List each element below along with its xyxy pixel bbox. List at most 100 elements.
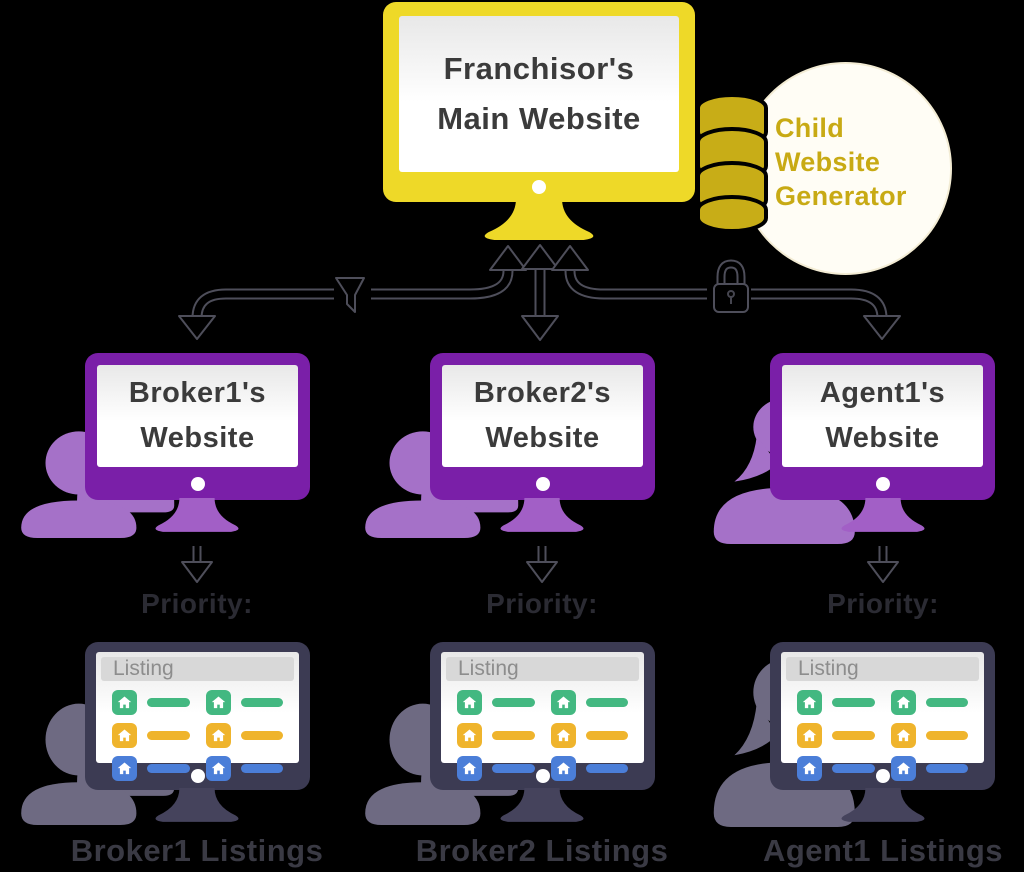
webcam-dot: [875, 769, 890, 783]
webcam-dot: [535, 477, 550, 491]
house-icon: [890, 723, 916, 748]
arrow-agent1-to-main: [551, 245, 707, 300]
monitor-stand: [841, 788, 925, 822]
franchisor-monitor: Franchisor's Main Website: [383, 2, 695, 202]
listing-item: [550, 756, 628, 781]
database-stack-icon: [696, 93, 768, 233]
broker1-listings-monitor: Listing: [85, 642, 310, 790]
house-icon: [550, 756, 576, 781]
site-title-line: Website: [140, 422, 255, 454]
house-icon: [457, 723, 482, 748]
listing-bar: [925, 764, 968, 773]
listing-item: [457, 690, 535, 715]
listing-header: Listing: [101, 657, 294, 681]
house-icon: [457, 690, 482, 715]
listing-bar: [492, 698, 535, 707]
broker1-listings-label: Broker1 Listings: [70, 833, 324, 868]
house-icon: [890, 690, 916, 715]
house-icon: [112, 690, 137, 715]
franchisor-title-line: Main Website: [437, 101, 641, 136]
house-icon: [112, 756, 137, 781]
monitor-stand: [155, 788, 239, 822]
site-title-line: Website: [485, 422, 600, 454]
listing-item: [890, 756, 968, 781]
listing-item: [112, 690, 190, 715]
webcam-dot: [190, 477, 205, 491]
franchisor-screen: Franchisor's Main Website: [399, 16, 679, 172]
listing-bar: [147, 698, 190, 707]
listing-header: Listing: [786, 657, 979, 681]
listing-bar: [585, 731, 628, 740]
listing-item: [112, 723, 190, 748]
listing-bar: [832, 698, 875, 707]
listing-grid: [441, 681, 644, 781]
arrow-main-to-agent1: [751, 288, 901, 340]
house-icon: [205, 723, 231, 748]
priority-label: Priority:: [486, 588, 598, 619]
arrow-broker2-priority: [526, 546, 558, 583]
house-icon: [797, 723, 822, 748]
webcam-dot: [875, 477, 890, 491]
broker1-monitor: Broker1's Website: [85, 353, 310, 500]
broker2-listings-screen: Listing: [441, 652, 644, 781]
house-icon: [457, 756, 482, 781]
listing-item: [205, 723, 283, 748]
listing-bar: [240, 731, 283, 740]
site-title-line: Broker2's: [473, 377, 612, 410]
broker1-listings-screen: Listing: [96, 652, 299, 781]
arrow-agent1-priority: [867, 546, 899, 583]
agent1-screen: Agent1's Website: [782, 365, 983, 467]
site-title-line: Agent1's: [819, 377, 946, 410]
arrow-broker1-to-main: [371, 245, 527, 300]
listing-bar: [492, 731, 535, 740]
listing-item: [890, 723, 968, 748]
house-icon: [797, 690, 822, 715]
webcam-dot: [535, 769, 550, 783]
agent1-monitor: Agent1's Website: [770, 353, 995, 500]
listing-bar: [585, 698, 628, 707]
broker2-listings-monitor: Listing: [430, 642, 655, 790]
funnel-icon: [335, 277, 365, 313]
listing-bar: [925, 698, 968, 707]
site-title-line: Website: [825, 422, 940, 454]
listing-item: [457, 723, 535, 748]
agent1-listings-screen: Listing: [781, 652, 984, 781]
house-icon: [205, 690, 231, 715]
listing-item: [457, 756, 535, 781]
listing-item: [550, 723, 628, 748]
generator-label: Child Website Generator: [775, 112, 907, 213]
listing-item: [205, 756, 283, 781]
broker2-monitor: Broker2's Website: [430, 353, 655, 500]
listing-item: [890, 690, 968, 715]
arrow-main-to-broker1: [178, 288, 334, 340]
listing-bar: [925, 731, 968, 740]
padlock-icon: [713, 259, 749, 313]
listing-header: Listing: [446, 657, 639, 681]
agent1-listings-monitor: Listing: [770, 642, 995, 790]
listing-item: [205, 690, 283, 715]
monitor-stand: [500, 788, 584, 822]
webcam-dot: [190, 769, 205, 783]
house-icon: [550, 723, 576, 748]
listing-bar: [240, 764, 283, 773]
franchisor-title-line: Franchisor's: [443, 51, 635, 87]
site-title-line: Broker1's: [128, 377, 267, 410]
house-icon: [205, 756, 231, 781]
monitor-stand: [155, 498, 239, 532]
monitor-stand: [841, 498, 925, 532]
generator-label-line: Website: [775, 146, 881, 177]
listing-bar: [492, 764, 535, 773]
webcam-dot: [532, 180, 546, 194]
listing-bar: [585, 764, 628, 773]
generator-label-line: Child: [775, 113, 844, 143]
arrow-broker1-priority: [181, 546, 213, 583]
listing-item: [797, 756, 875, 781]
listing-grid: [781, 681, 984, 781]
listing-bar: [240, 698, 283, 707]
listing-bar: [147, 764, 190, 773]
generator-circle: [739, 62, 952, 275]
broker1-screen: Broker1's Website: [97, 365, 298, 467]
house-icon: [797, 756, 822, 781]
listing-item: [797, 690, 875, 715]
